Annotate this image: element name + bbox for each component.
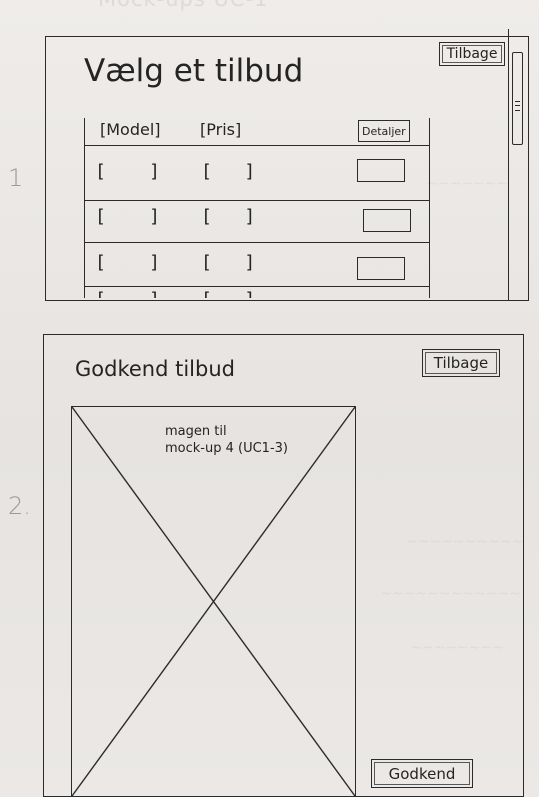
column-header-price: [Pris] [200,120,242,139]
grip-icon [515,101,520,111]
table-divider [85,242,429,243]
table-divider [85,145,429,146]
column-header-model: [Model] [100,120,161,139]
scrollbar-thumb[interactable] [512,52,523,145]
row-4-price-cell: [ ] [201,289,255,298]
bleed-through-text: ~~~~~~~ [426,176,509,192]
bleed-through-text: ~~~~~~~~~~ [406,534,524,550]
approve-button[interactable]: Godkend [371,759,473,788]
details-header-button: Detaljer [358,120,410,142]
row-1-model-cell: [ ] [95,161,161,182]
row-1-details-button[interactable] [357,159,405,182]
screen-title: Vælg et tilbud [84,53,304,89]
step-number-1: 1 [8,164,24,192]
row-4-model-cell: [ ] [95,289,160,298]
back-button[interactable]: Tilbage [422,349,500,377]
image-placeholder: magen til mock-up 4 (UC1-3) [71,406,356,797]
row-1-price-cell: [ ] [201,161,256,182]
screen-approve-offer: Godkend tilbud Tilbage Godkend [43,334,524,797]
row-2-details-button[interactable] [363,209,411,232]
placeholder-note-line-2: mock-up 4 (UC1-3) [165,441,288,456]
placeholder-note: magen til mock-up 4 (UC1-3) [165,423,288,457]
bleed-through-text: ~~~~~~~~ [410,640,504,656]
screen-title: Godkend tilbud [75,357,235,381]
table-divider [85,200,429,201]
page-header: Mock-ups UC-1 [98,0,268,11]
bleed-through-text: ~~~~~~~~~~~~ [380,586,521,602]
scrollbar[interactable] [508,29,529,301]
table-divider [85,286,429,287]
step-number-2: 2. [8,492,31,520]
row-2-model-cell: [ ] [95,206,161,227]
placeholder-cross [72,407,355,796]
row-3-model-cell: [ ] [95,252,161,273]
row-2-price-cell: [ ] [201,206,256,227]
screen-select-offer: Vælg et tilbud Tilbage [45,36,529,301]
row-3-price-cell: [ ] [201,252,256,273]
offers-table: [Model] [Pris] Detaljer [ ] [ ] [ ] [ ] … [84,118,430,298]
row-3-details-button[interactable] [357,257,405,280]
placeholder-note-line-1: magen til [165,424,227,439]
back-button[interactable]: Tilbage [439,42,505,66]
